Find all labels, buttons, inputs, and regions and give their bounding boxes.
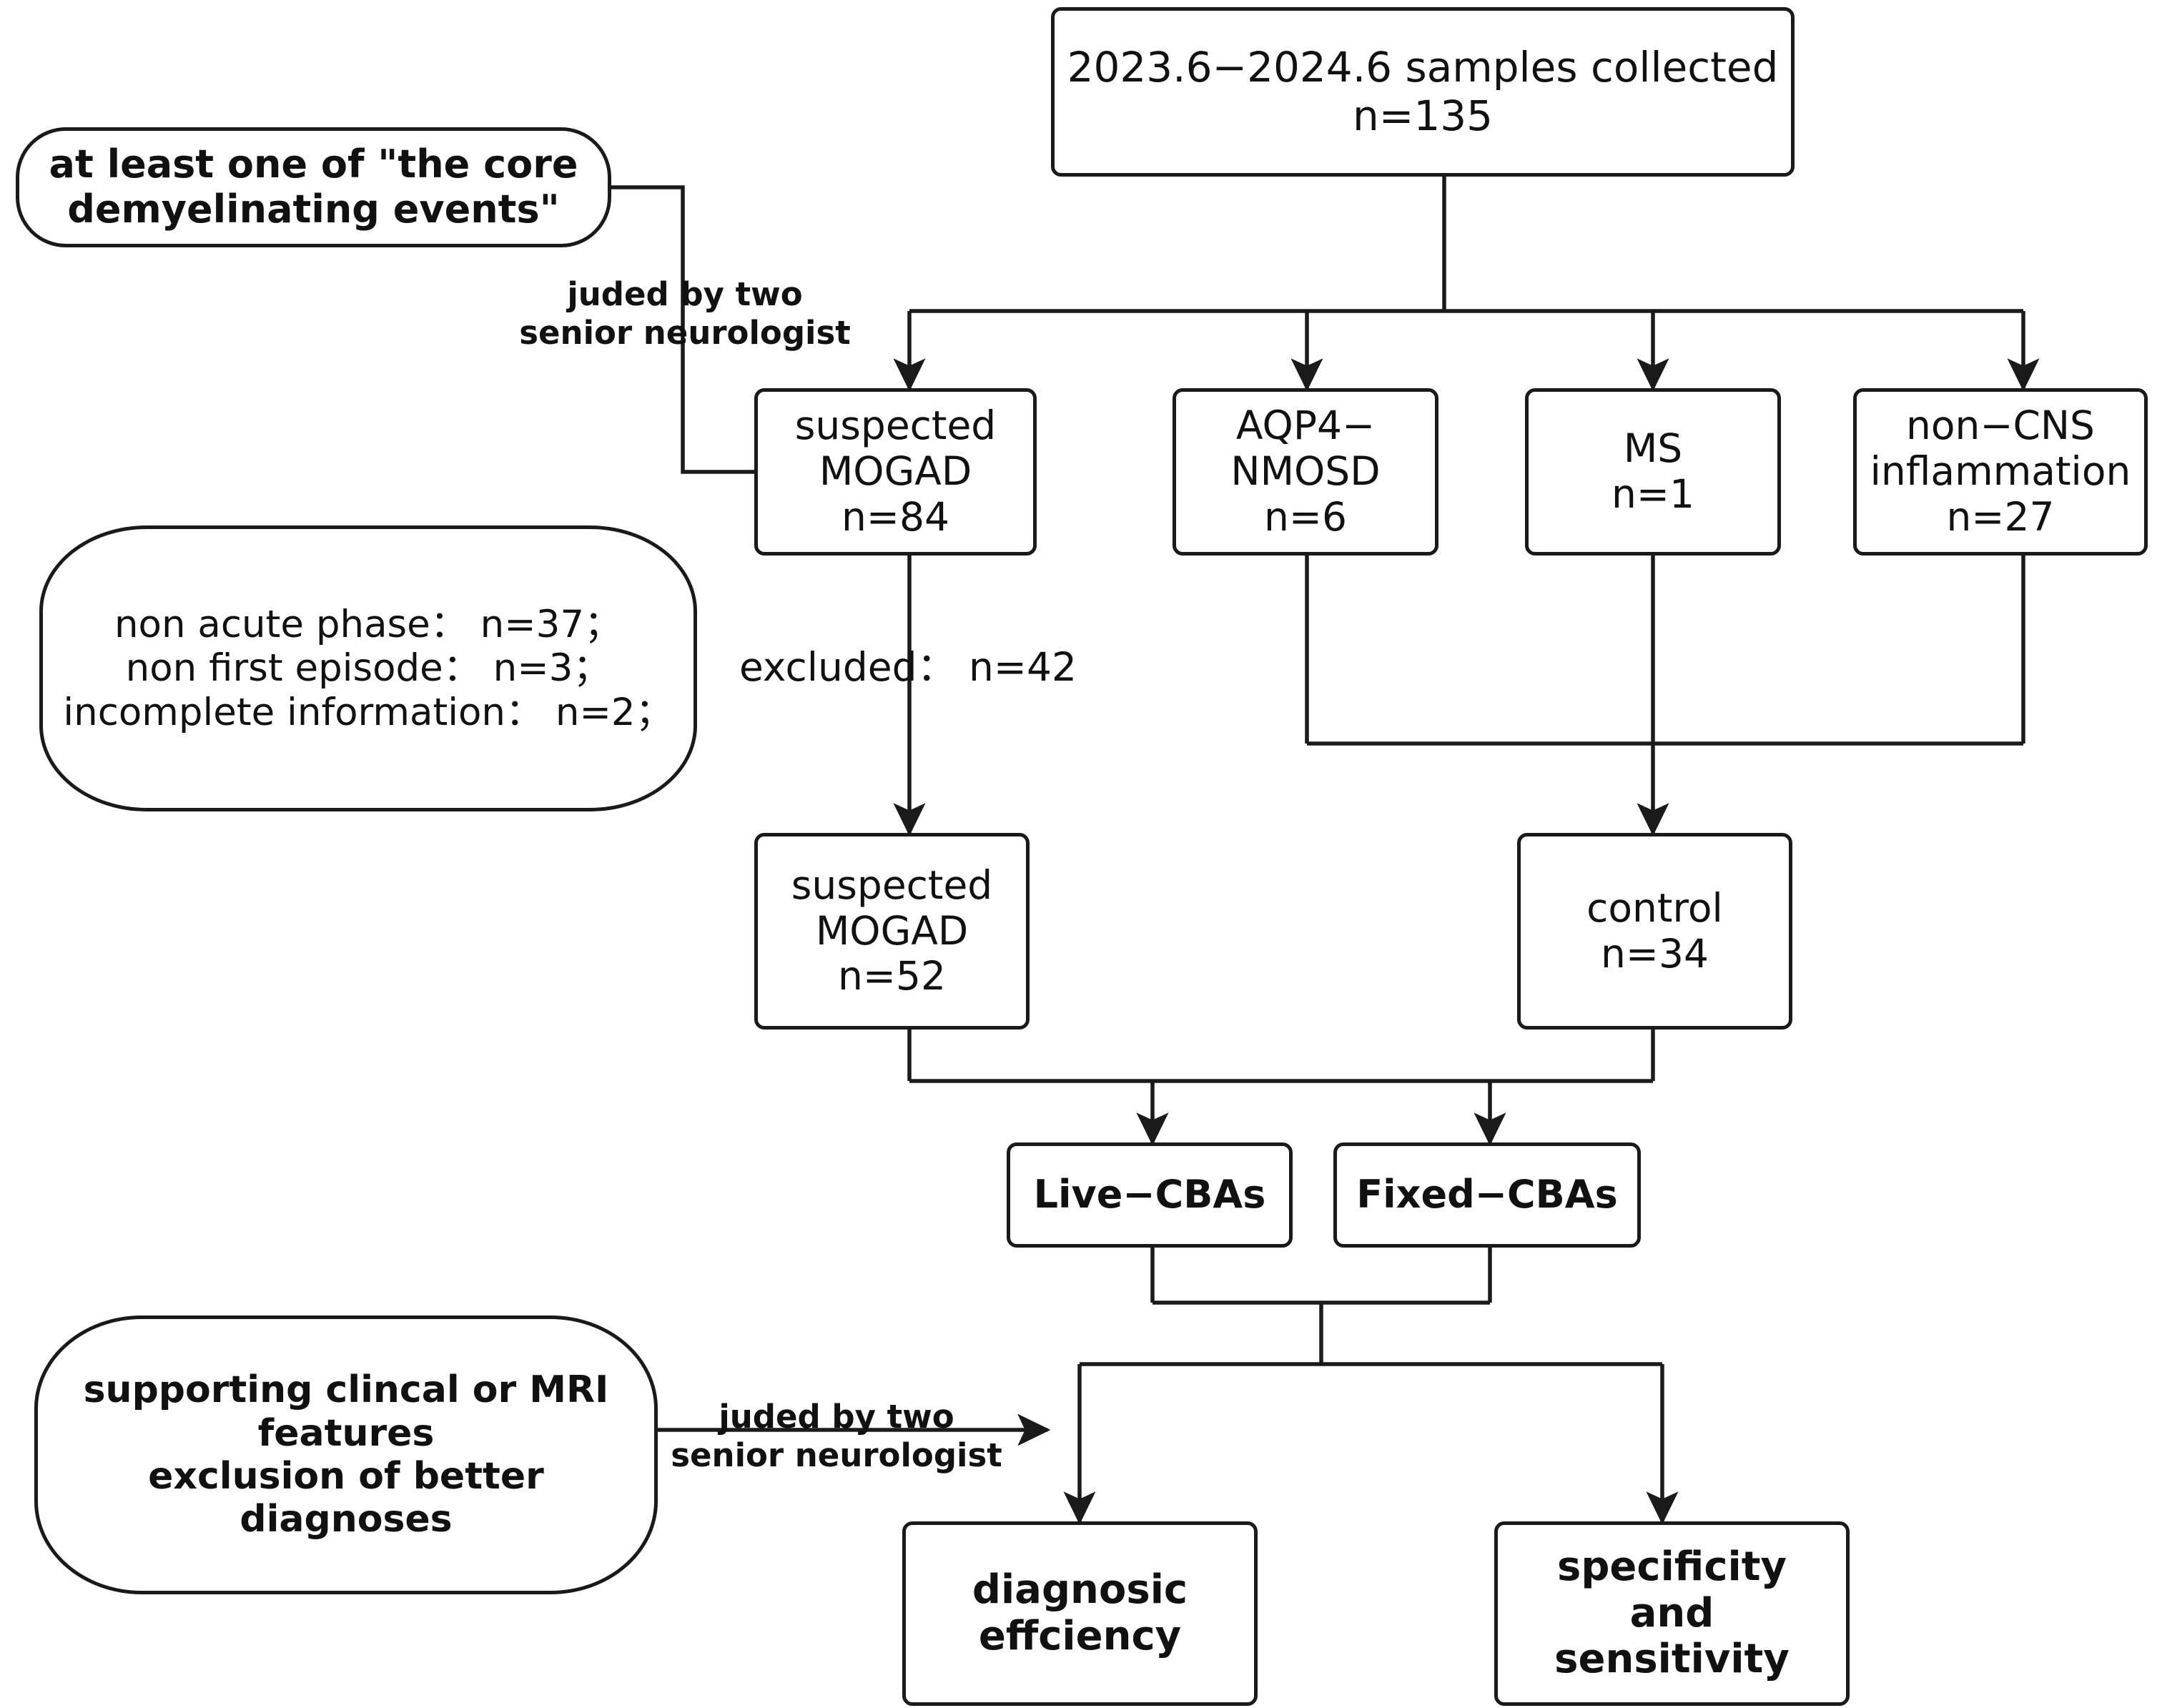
suspected-mogad-84-line2: MOGAD [819,448,972,495]
node-suspected-mogad-84: suspected MOGAD n=84 [754,388,1037,556]
exclusion-reasons-line2: non first episode： n=3； [125,646,611,691]
control-line2: n=34 [1601,930,1709,977]
node-samples-collected: 2023.6−2024.6 samples collected n=135 [1051,7,1795,177]
node-ms: MS n=1 [1525,388,1781,556]
ms-line1: MS [1623,425,1683,472]
fixed-cbas-label: Fixed−CBAs [1356,1172,1618,1218]
node-exclusion-reasons: non acute phase： n=37； non first episode… [39,525,697,811]
node-core-demyelinating-events: at least one of "the core demyelinating … [16,127,611,247]
suspected-mogad-52-line1: suspected [791,862,993,908]
samples-collected-line1: 2023.6−2024.6 samples collected [1067,43,1779,92]
non-cns-line3: n=27 [1946,493,2055,540]
specificity-sensitivity-line3: sensitivity [1554,1636,1790,1683]
supporting-features-line1: supporting clincal or MRI [83,1368,609,1412]
edge-label-excluded: excluded： n=42 [739,644,1077,690]
exclusion-reasons-line3: incomplete information： n=2； [63,690,673,734]
node-supporting-features: supporting clincal or MRI features exclu… [34,1315,658,1594]
ms-line2: n=1 [1611,471,1694,517]
aqp4-nmosd-line1: AQP4− [1235,403,1376,449]
specificity-sensitivity-line1: specificity [1557,1543,1787,1590]
edge-label-judged-bottom: juded by two senior neurologist [671,1398,1002,1474]
edge-label-judged-top: juded by two senior neurologist [519,275,851,352]
aqp4-nmosd-line2: NMOSD [1230,448,1381,495]
samples-collected-line2: n=135 [1352,91,1494,140]
supporting-features-line4: diagnoses [240,1498,453,1541]
node-aqp4-nmosd: AQP4− NMOSD n=6 [1173,388,1438,556]
aqp4-nmosd-line3: n=6 [1264,493,1347,540]
suspected-mogad-52-line2: MOGAD [815,907,969,954]
node-suspected-mogad-52: suspected MOGAD n=52 [754,833,1030,1030]
node-non-cns-inflammation: non−CNS inflammation n=27 [1853,388,2148,556]
node-live-cbas: Live−CBAs [1007,1142,1293,1248]
diagnostic-efficiency-line2: effciency [978,1613,1182,1659]
node-diagnostic-efficiency: diagnosic effciency [902,1521,1258,1706]
exclusion-reasons-line1: non acute phase： n=37； [114,602,623,646]
suspected-mogad-52-line3: n=52 [838,953,946,999]
diagnostic-efficiency-line1: diagnosic [972,1566,1188,1614]
core-events-line2: demyelinating events" [67,187,560,232]
node-control: control n=34 [1517,833,1792,1030]
suspected-mogad-84-line3: n=84 [841,493,949,540]
core-events-line1: at least one of "the core [49,142,578,187]
suspected-mogad-84-line1: suspected [794,403,997,449]
supporting-features-line3: exclusion of better [148,1455,544,1498]
specificity-sensitivity-line2: and [1629,1589,1714,1637]
node-specificity-sensitivity: specificity and sensitivity [1494,1521,1850,1706]
non-cns-line1: non−CNS [1906,403,2095,449]
non-cns-line2: inflammation [1870,448,2131,495]
node-fixed-cbas: Fixed−CBAs [1333,1142,1641,1248]
control-line1: control [1586,884,1723,931]
supporting-features-line2: features [257,1411,435,1455]
live-cbas-label: Live−CBAs [1033,1172,1266,1218]
